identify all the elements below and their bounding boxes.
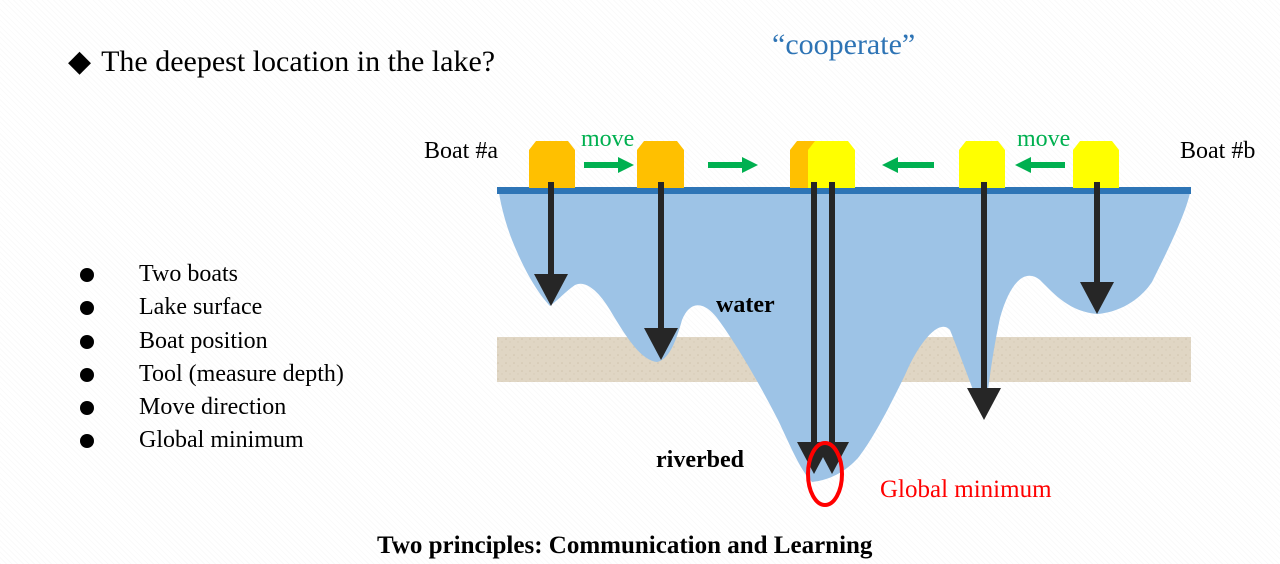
bullet-dot-icon — [80, 434, 94, 449]
water-body — [499, 193, 1190, 482]
bullet-dot-icon — [80, 301, 94, 316]
bullet-item: Lake surface — [76, 291, 344, 324]
move-arrow-right-icon — [584, 157, 634, 173]
move-label-left: move — [581, 126, 634, 152]
water-label: water — [716, 292, 775, 318]
depth-probe-arrow-icon — [644, 182, 678, 360]
boat-b-moved-icon — [959, 141, 1005, 188]
bullet-item: Move direction — [76, 391, 344, 424]
move-arrow-left-icon — [1015, 157, 1065, 173]
bullet-dot-icon — [80, 367, 94, 382]
boat-a-start-icon — [529, 141, 575, 188]
bullet-dot-icon — [80, 401, 94, 416]
boat-b-label: Boat #b — [1180, 138, 1255, 164]
boat-b-meeting-icon — [808, 141, 855, 188]
boat-a-moved-icon — [637, 141, 684, 188]
depth-probe-arrow-icon — [534, 182, 568, 306]
depth-probe-arrow-icon — [967, 182, 1001, 420]
bullet-text: Move direction — [139, 394, 287, 421]
global-minimum-label: Global minimum — [880, 476, 1052, 503]
bullet-dot-icon — [80, 334, 94, 349]
lake-surface-line — [497, 187, 1191, 194]
slide-title-text: The deepest location in the lake? — [101, 45, 496, 78]
bullet-list: Two boats Lake surface Boat position Too… — [76, 258, 344, 458]
footer-principles: Two principles: Communication and Learni… — [377, 532, 873, 559]
bullet-item: Global minimum — [76, 424, 344, 457]
bullet-text: Global minimum — [139, 427, 304, 454]
riverbed-label: riverbed — [656, 447, 745, 473]
depth-probe-arrow-icon — [1080, 182, 1114, 314]
bullet-text: Lake surface — [139, 294, 263, 321]
move-arrow-left-icon — [882, 157, 934, 173]
slide-title: ◆ The deepest location in the lake? — [68, 44, 495, 79]
bullet-item: Two boats — [76, 258, 344, 291]
move-arrow-right-icon — [708, 157, 758, 173]
bullet-dot-icon — [80, 268, 94, 282]
bullet-text: Tool (measure depth) — [139, 360, 344, 387]
depth-probe-arrow-icon — [815, 182, 849, 474]
bullet-item: Boat position — [76, 325, 344, 358]
cooperate-label: “cooperate” — [772, 28, 916, 61]
diamond-bullet-icon: ◆ — [68, 45, 92, 78]
boat-a-label: Boat #a — [424, 138, 498, 164]
bullet-text: Boat position — [139, 327, 268, 354]
global-minimum-circle — [806, 441, 844, 507]
boat-b-start-icon — [1073, 141, 1119, 188]
bullet-text: Two boats — [139, 261, 238, 287]
move-label-right: move — [1017, 126, 1070, 152]
bullet-item: Tool (measure depth) — [76, 358, 344, 391]
